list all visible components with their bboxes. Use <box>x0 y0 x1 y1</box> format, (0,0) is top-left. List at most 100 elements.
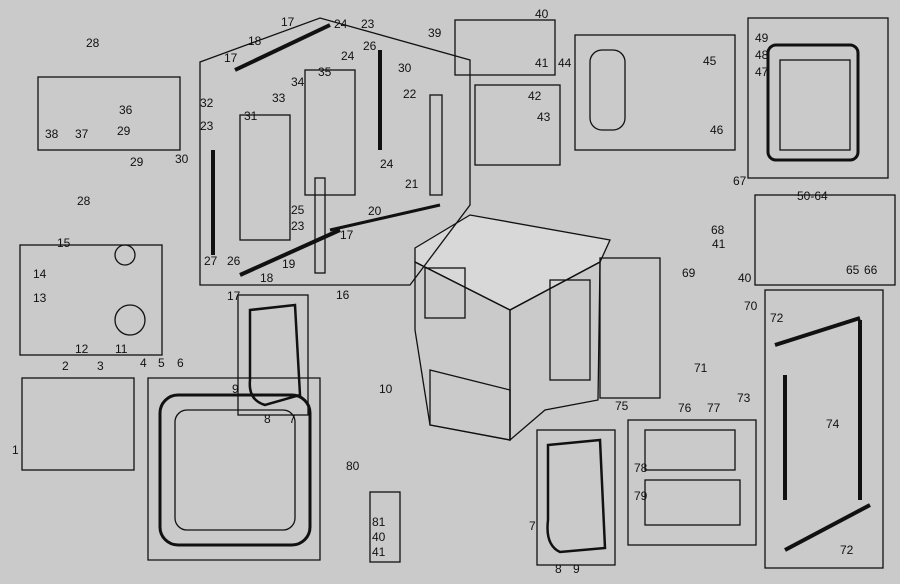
part-label-73: 73 <box>737 391 751 405</box>
part-label-40: 40 <box>738 271 752 285</box>
part-label-6: 6 <box>177 356 184 370</box>
part-label-43: 43 <box>537 110 551 124</box>
part-label-17: 17 <box>281 15 295 29</box>
part-label-74: 74 <box>826 417 840 431</box>
part-label-40: 40 <box>535 7 549 21</box>
group-box-mounting <box>37 76 181 151</box>
part-label-49: 49 <box>755 31 769 45</box>
part-label-25: 25 <box>291 203 305 217</box>
group-box-mats <box>627 419 757 546</box>
part-label-44: 44 <box>558 56 572 70</box>
group-box-bracket <box>21 377 135 471</box>
part-label-70: 70 <box>744 299 758 313</box>
part-label-17: 17 <box>224 51 238 65</box>
part-label-75: 75 <box>615 399 629 413</box>
part-label-34: 34 <box>291 75 305 89</box>
group-box-labels <box>754 194 896 286</box>
part-label-1: 1 <box>12 443 19 457</box>
part-label-4: 4 <box>140 356 147 370</box>
group-box-window-right <box>747 17 889 179</box>
part-label-72: 72 <box>840 543 854 557</box>
part-label-81: 81 <box>372 515 386 529</box>
part-label-37: 37 <box>75 127 89 141</box>
part-label-32: 32 <box>200 96 214 110</box>
group-box-frame <box>199 17 471 286</box>
part-label-30: 30 <box>175 152 189 166</box>
part-label-21: 21 <box>405 177 419 191</box>
part-label-7: 7 <box>529 519 536 533</box>
part-label-78: 78 <box>634 461 648 475</box>
part-label-48: 48 <box>755 48 769 62</box>
part-label-9: 9 <box>232 382 239 396</box>
part-label-35: 35 <box>318 65 332 79</box>
part-label-23: 23 <box>200 119 214 133</box>
cab-body <box>414 214 661 442</box>
part-label-7: 7 <box>289 412 296 426</box>
group-box-bolts <box>369 491 401 563</box>
part-label-24: 24 <box>380 157 394 171</box>
part-label-41: 41 <box>372 545 386 559</box>
part-label-27: 27 <box>204 254 218 268</box>
part-label-29: 29 <box>117 124 131 138</box>
part-label-5: 5 <box>158 356 165 370</box>
part-label-67: 67 <box>733 174 747 188</box>
part-label-22: 22 <box>403 87 417 101</box>
part-label-76: 76 <box>678 401 692 415</box>
part-label-72: 72 <box>770 311 784 325</box>
part-label-50-64: 50-64 <box>797 189 828 203</box>
part-label-80: 80 <box>346 459 360 473</box>
part-label-68: 68 <box>711 223 725 237</box>
part-label-66: 66 <box>864 263 878 277</box>
part-label-47: 47 <box>755 65 769 79</box>
part-label-28: 28 <box>86 36 100 50</box>
part-label-45: 45 <box>703 54 717 68</box>
part-label-69: 69 <box>682 266 696 280</box>
part-label-17: 17 <box>340 228 354 242</box>
part-label-41: 41 <box>712 237 726 251</box>
part-label-42: 42 <box>528 89 542 103</box>
part-label-40: 40 <box>372 530 386 544</box>
part-label-9: 9 <box>573 562 580 576</box>
part-label-26: 26 <box>363 39 377 53</box>
part-label-12: 12 <box>75 342 89 356</box>
part-label-10: 10 <box>379 382 393 396</box>
group-box-bottle <box>574 34 736 151</box>
part-label-79: 79 <box>634 489 648 503</box>
part-label-33: 33 <box>272 91 286 105</box>
part-label-24: 24 <box>341 49 355 63</box>
part-label-15: 15 <box>57 236 71 250</box>
group-box-latch <box>454 19 556 76</box>
part-label-28: 28 <box>77 194 91 208</box>
group-box-lamp <box>19 244 163 356</box>
group-box-front-glass <box>147 377 321 561</box>
part-label-8: 8 <box>264 412 271 426</box>
part-label-18: 18 <box>248 34 262 48</box>
part-label-2: 2 <box>62 359 69 373</box>
part-label-26: 26 <box>227 254 241 268</box>
part-label-17: 17 <box>227 289 241 303</box>
part-label-14: 14 <box>33 267 47 281</box>
part-label-13: 13 <box>33 291 47 305</box>
part-label-41: 41 <box>535 56 549 70</box>
part-label-18: 18 <box>260 271 274 285</box>
part-label-20: 20 <box>368 204 382 218</box>
part-label-65: 65 <box>846 263 860 277</box>
part-label-29: 29 <box>130 155 144 169</box>
part-label-8: 8 <box>555 562 562 576</box>
part-label-31: 31 <box>244 109 258 123</box>
part-label-36: 36 <box>119 103 133 117</box>
group-box-handle <box>474 84 561 166</box>
part-label-46: 46 <box>710 123 724 137</box>
part-label-30: 30 <box>398 61 412 75</box>
group-box-seals <box>764 289 884 569</box>
group-box-side-window <box>237 294 309 416</box>
part-label-3: 3 <box>97 359 104 373</box>
part-label-16: 16 <box>336 288 350 302</box>
part-label-77: 77 <box>707 401 721 415</box>
group-box-door-window <box>536 429 616 566</box>
part-label-19: 19 <box>282 257 296 271</box>
part-label-23: 23 <box>291 219 305 233</box>
part-label-23: 23 <box>361 17 375 31</box>
part-label-24: 24 <box>334 17 348 31</box>
